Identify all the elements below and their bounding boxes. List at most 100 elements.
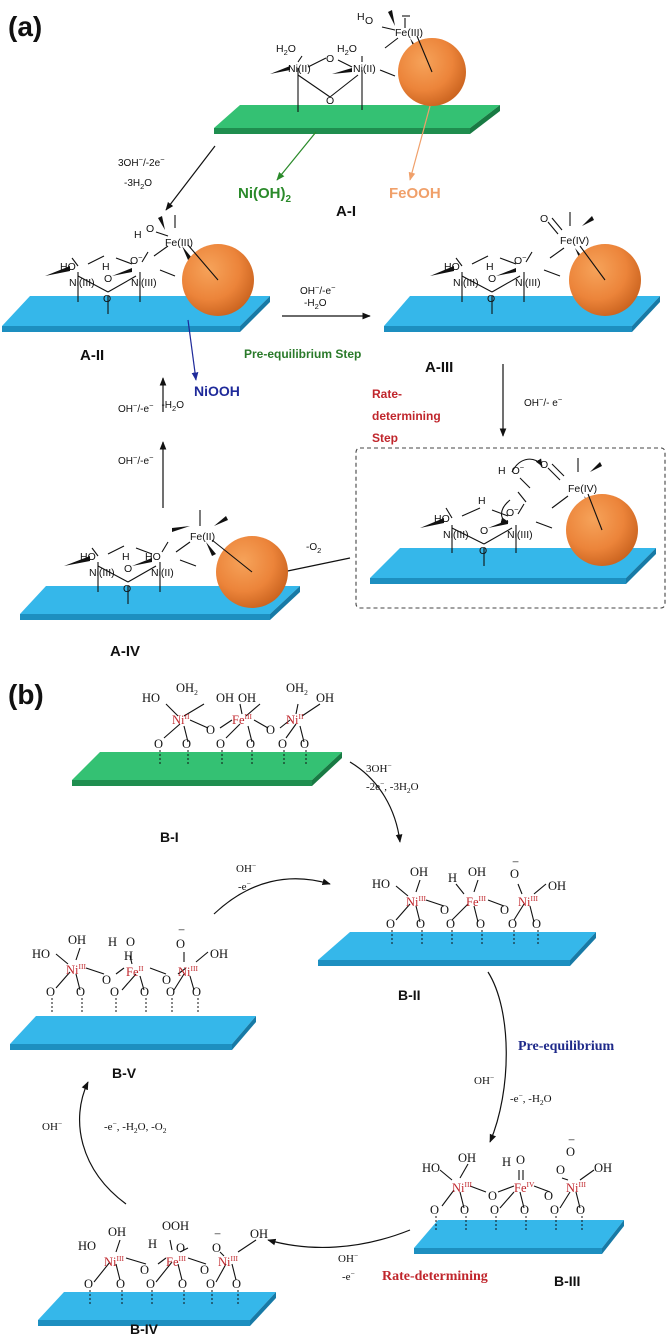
svg-text:O: O <box>216 737 225 751</box>
svg-text:O: O <box>103 293 111 305</box>
svg-text:O: O <box>116 1277 125 1291</box>
svg-text:Ni(III): Ni(III) <box>69 277 95 289</box>
label-b5: B-V <box>112 1065 137 1081</box>
svg-text:H2O: H2O <box>337 43 357 57</box>
svg-text:OH: OH <box>410 865 428 879</box>
svg-text:OH: OH <box>216 691 234 705</box>
svg-text:Fe(II): Fe(II) <box>190 531 215 543</box>
svg-text:H: H <box>122 551 130 563</box>
state-a3: O Fe(IV) HO H O− O Ni(III) Ni(III) O <box>384 212 660 332</box>
svg-text:Ni(III): Ni(III) <box>89 567 115 579</box>
svg-text:−: − <box>512 855 519 869</box>
svg-text:O: O <box>556 1163 565 1177</box>
svg-text:H: H <box>486 261 494 273</box>
svg-text:O: O <box>154 737 163 751</box>
svg-text:OH: OH <box>468 865 486 879</box>
step-b5-b2-line2: -e− <box>238 879 251 893</box>
svg-text:O: O <box>246 737 255 751</box>
svg-text:O−: O− <box>130 253 143 267</box>
svg-text:O: O <box>232 1277 241 1291</box>
svg-text:O: O <box>430 1203 439 1217</box>
step-a2-a3-line2: -H2O <box>304 298 327 311</box>
svg-text:O: O <box>162 973 171 987</box>
step-b5-b2-line1: OH− <box>236 861 256 875</box>
svg-text:OH: OH <box>210 947 228 961</box>
label-a1: A-I <box>336 203 356 220</box>
svg-text:HO−: HO− <box>498 463 525 477</box>
svg-text:O: O <box>386 917 395 931</box>
species-nioh2: Ni(OH)2 <box>238 185 292 205</box>
step-b4-b5-line1: OH− <box>42 1119 62 1133</box>
step-b2-b3-line2: -e−, -H2O <box>510 1091 552 1107</box>
svg-text:O: O <box>206 723 215 737</box>
label-a2: A-II <box>80 347 104 364</box>
state-b1: HO OH2 OH OH OH2 OH NiII FeIII NiII O O … <box>72 681 342 786</box>
svg-text:−: − <box>214 1227 221 1241</box>
svg-text:O: O <box>487 293 495 305</box>
svg-text:FeIII: FeIII <box>166 1254 186 1269</box>
svg-text:OH: OH <box>316 691 334 705</box>
arrow-rds-a4 <box>277 557 351 575</box>
svg-text:O: O <box>516 1153 525 1167</box>
svg-text:O: O <box>182 737 191 751</box>
svg-text:O: O <box>566 1145 575 1159</box>
svg-text:Ni(III): Ni(III) <box>131 277 157 289</box>
step-b1-b2-line2: -2e−, -3H2O <box>366 779 419 795</box>
svg-text:OOH: OOH <box>162 1219 189 1233</box>
svg-text:HO: HO <box>78 1239 96 1253</box>
svg-text:H2O: H2O <box>276 43 296 57</box>
arrow-to-feooh <box>408 105 431 181</box>
step-b3-b4-line2: -e− <box>342 1269 355 1283</box>
svg-text:HO: HO <box>80 551 96 563</box>
svg-text:Fe(IV): Fe(IV) <box>568 483 597 495</box>
svg-text:OH: OH <box>108 1225 126 1239</box>
label-b4: B-IV <box>130 1321 159 1337</box>
svg-text:O: O <box>550 1203 559 1217</box>
svg-text:OH2: OH2 <box>176 681 198 697</box>
svg-text:FeII: FeII <box>126 964 144 979</box>
svg-text:O: O <box>110 985 119 999</box>
svg-text:O: O <box>178 1277 187 1291</box>
svg-text:H: H <box>448 871 457 885</box>
svg-text:O: O <box>490 1203 499 1217</box>
svg-text:O: O <box>479 545 487 557</box>
rds-label-1: Rate- <box>372 387 402 401</box>
step-b3-b4-line1: OH− <box>338 1251 358 1265</box>
svg-text:H: H <box>502 1155 511 1169</box>
svg-text:O: O <box>146 223 154 235</box>
step-b4-b5-line2: -e−, -H2O, -O2 <box>104 1119 167 1135</box>
svg-text:NiIII: NiIII <box>66 962 86 977</box>
svg-text:FeIV: FeIV <box>514 1180 535 1195</box>
svg-text:HO: HO <box>444 261 460 273</box>
svg-text:O: O <box>278 737 287 751</box>
svg-text:NiIII: NiIII <box>218 1254 238 1269</box>
step-a1-a2-line1: 3OH−/-2e− <box>118 155 165 169</box>
svg-text:OH: OH <box>594 1161 612 1175</box>
svg-text:O: O <box>500 903 509 917</box>
svg-text:O−: O− <box>514 253 527 267</box>
state-b5: HO OH H O H O − OH NiIII FeII NiIII O O … <box>10 923 256 1050</box>
svg-text:Ni(II): Ni(II) <box>151 567 174 579</box>
svg-text:OH: OH <box>250 1227 268 1241</box>
svg-text:HO: HO <box>422 1161 440 1175</box>
svg-text:O: O <box>176 1241 185 1255</box>
svg-text:HO: HO <box>142 691 160 705</box>
svg-text:OH: OH <box>68 933 86 947</box>
svg-text:O: O <box>476 917 485 931</box>
svg-text:FeIII: FeIII <box>466 894 486 909</box>
catalyst-plate-green-side <box>470 105 500 134</box>
svg-text:−: − <box>178 923 185 937</box>
rds-label-2: determining <box>372 409 441 423</box>
svg-text:O: O <box>166 985 175 999</box>
svg-text:NiIII: NiIII <box>566 1180 586 1195</box>
svg-text:NiIII: NiIII <box>178 964 198 979</box>
svg-text:OH: OH <box>238 691 256 705</box>
svg-text:O: O <box>416 917 425 931</box>
svg-text:H: H <box>102 261 110 273</box>
svg-text:O: O <box>488 1189 497 1203</box>
svg-text:O: O <box>446 917 455 931</box>
svg-text:H: H <box>108 935 117 949</box>
svg-text:O: O <box>488 273 496 285</box>
